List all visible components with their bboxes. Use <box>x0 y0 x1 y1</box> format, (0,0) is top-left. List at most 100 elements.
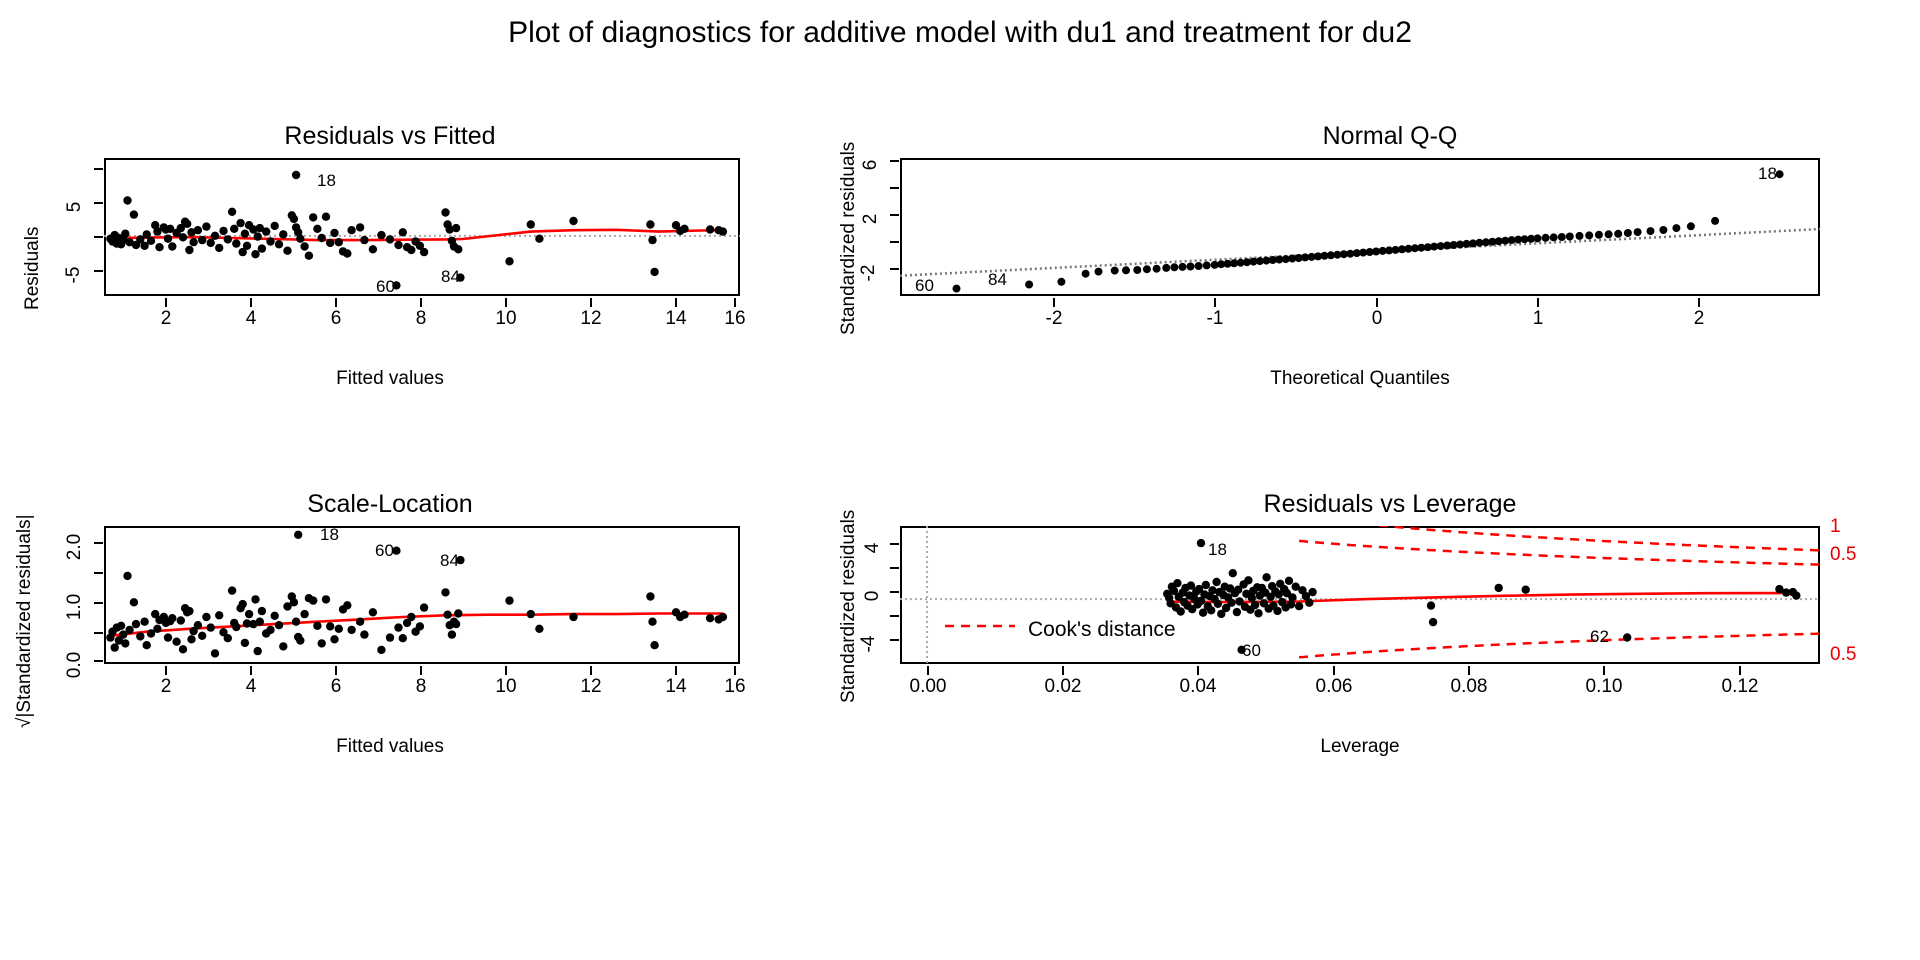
panel1-title: Residuals vs Fitted <box>284 122 496 150</box>
panel1-ytick-10 <box>94 168 103 170</box>
panel4-xticklabel-0.02: 0.02 <box>1044 676 1082 697</box>
panel4-ytick-m2 <box>890 615 899 617</box>
panel1-xtick-16 <box>734 298 736 307</box>
panel2-xtick-2 <box>1698 298 1700 307</box>
panel2-xtick-0 <box>1376 298 1378 307</box>
panel2-xticklabel-0: 0 <box>1371 308 1383 329</box>
panel2-point-label-60: 60 <box>915 276 934 295</box>
panel1-canvas <box>104 170 740 290</box>
panel3-ytick-0.5 <box>94 632 103 634</box>
panel4-xtick-0.04 <box>1197 666 1199 675</box>
panel1-xtick-4 <box>250 298 252 307</box>
panel2-xticklabel-1: 1 <box>1532 308 1544 329</box>
panel3-xticklabel-2: 2 <box>160 676 172 697</box>
panel3-xticklabel-6: 6 <box>330 676 342 697</box>
panel1-xtick-8 <box>420 298 422 307</box>
panel1-xticklabel-6: 6 <box>330 308 342 329</box>
panel1-xticklabel-2: 2 <box>160 308 172 329</box>
panel4-ytick-2 <box>890 567 899 569</box>
panel1-xticklabel-4: 4 <box>245 308 257 329</box>
panel1-ytick-0 <box>94 236 103 238</box>
panel4-xtick-0.12 <box>1739 666 1741 675</box>
panel2-xtick-m2 <box>1053 298 1055 307</box>
panel4-xlabel: Leverage <box>1320 736 1400 757</box>
panel3-xtick-4 <box>250 666 252 675</box>
panel2-canvas <box>900 170 1820 293</box>
panel3-xtick-14 <box>675 666 677 675</box>
panel1-xticklabel-10: 10 <box>495 308 517 329</box>
panel3-xticklabel-14: 14 <box>665 676 687 697</box>
panel3-point-label-18: 18 <box>320 525 339 544</box>
panel1-xtick-14 <box>675 298 677 307</box>
panel3-xtick-8 <box>420 666 422 675</box>
panel4-xticklabel-0.12: 0.12 <box>1721 676 1759 697</box>
figure-title: Plot of diagnostics for additive model w… <box>508 16 1412 49</box>
cook-contour-label-1: 1 <box>1830 516 1841 537</box>
panel2-point-label-84: 84 <box>988 270 1007 289</box>
panel-residuals-vs-fitted: Residuals vs Fitted Residuals Fitted val… <box>0 110 780 410</box>
panel4-xticklabel-0.04: 0.04 <box>1179 676 1217 697</box>
panel1-point-label-18: 18 <box>317 171 336 190</box>
panel3-xtick-6 <box>335 666 337 675</box>
cooks-distance-legend-label: Cook's distance <box>1028 618 1176 641</box>
panel2-xtick-m1 <box>1214 298 1216 307</box>
panel4-xtick-0.10 <box>1603 666 1605 675</box>
panel3-ytick-1.5 <box>94 572 103 574</box>
panel3-point-label-60: 60 <box>375 541 394 560</box>
panel3-point-label-84: 84 <box>440 551 459 570</box>
panel1-xtick-6 <box>335 298 337 307</box>
panel2-title: Normal Q-Q <box>1322 122 1458 150</box>
panel3-xticklabel-10: 10 <box>495 676 517 697</box>
panel3-xticklabel-12: 12 <box>580 676 602 697</box>
panel2-ytick-2 <box>890 214 899 216</box>
panel1-xlabel: Fitted values <box>336 368 444 389</box>
panel3-ytick-2.0 <box>94 542 103 544</box>
panel4-xtick-0.08 <box>1468 666 1470 675</box>
panel4-canvas <box>900 526 1820 664</box>
panel3-xtick-16 <box>734 666 736 675</box>
panel2-xtick-1 <box>1537 298 1539 307</box>
panel4-title: Residuals vs Leverage <box>1263 490 1517 518</box>
panel-residuals-vs-leverage: Residuals vs Leverage Standardized resid… <box>790 478 1920 778</box>
panel2-xlabel: Theoretical Quantiles <box>1270 368 1450 389</box>
panel4-xticklabel-0.06: 0.06 <box>1315 676 1353 697</box>
panel4-point-label-62: 62 <box>1590 627 1609 646</box>
panel4-ytick-4 <box>890 543 899 545</box>
panel3-title: Scale-Location <box>307 490 473 518</box>
panel3-plot-area <box>104 526 740 664</box>
panel-scale-location: Scale-Location √|Standardized residuals|… <box>0 478 780 778</box>
panel4-xticklabel-0.10: 0.10 <box>1585 676 1623 697</box>
panel1-point-label-84: 84 <box>441 267 460 286</box>
panel3-xticklabel-4: 4 <box>245 676 257 697</box>
panel-normal-qq: Normal Q-Q Standardized residuals Theore… <box>790 110 1920 410</box>
panel1-xtick-10 <box>505 298 507 307</box>
panel4-ytick-0 <box>890 591 899 593</box>
panel4-point-label-18: 18 <box>1208 540 1227 559</box>
panel2-xticklabel-2: 2 <box>1693 308 1705 329</box>
panel4-xtick-0.06 <box>1333 666 1335 675</box>
panel3-ytick-1.0 <box>94 602 103 604</box>
panel4-point-label-60: 60 <box>1242 641 1261 660</box>
panel1-xtick-2 <box>165 298 167 307</box>
panel2-ytick-0 <box>890 241 899 243</box>
panel1-plot-area <box>104 158 740 296</box>
panel4-xticklabel-0.08: 0.08 <box>1450 676 1488 697</box>
panel1-xticklabel-16: 16 <box>724 308 746 329</box>
panel1-ytick-5 <box>94 202 103 204</box>
panel3-xtick-2 <box>165 666 167 675</box>
panel1-xticklabel-12: 12 <box>580 308 602 329</box>
panel3-ytick-0.0 <box>94 660 103 662</box>
panel3-xlabel: Fitted values <box>336 736 444 757</box>
panel2-xticklabel-m2: -2 <box>1045 308 1063 329</box>
panel4-plot-area <box>900 526 1820 664</box>
panel4-xtick-0.00 <box>927 666 929 675</box>
panel2-plot-area <box>900 158 1820 296</box>
panel4-ytick-m4 <box>890 639 899 641</box>
panel3-xticklabel-16: 16 <box>724 676 746 697</box>
cook-contour-label-0.5a: 0.5 <box>1830 544 1857 565</box>
panel4-xtick-0.02 <box>1062 666 1064 675</box>
panel2-ytick-4 <box>890 187 899 189</box>
panel3-xticklabel-8: 8 <box>415 676 427 697</box>
panel1-xtick-12 <box>590 298 592 307</box>
